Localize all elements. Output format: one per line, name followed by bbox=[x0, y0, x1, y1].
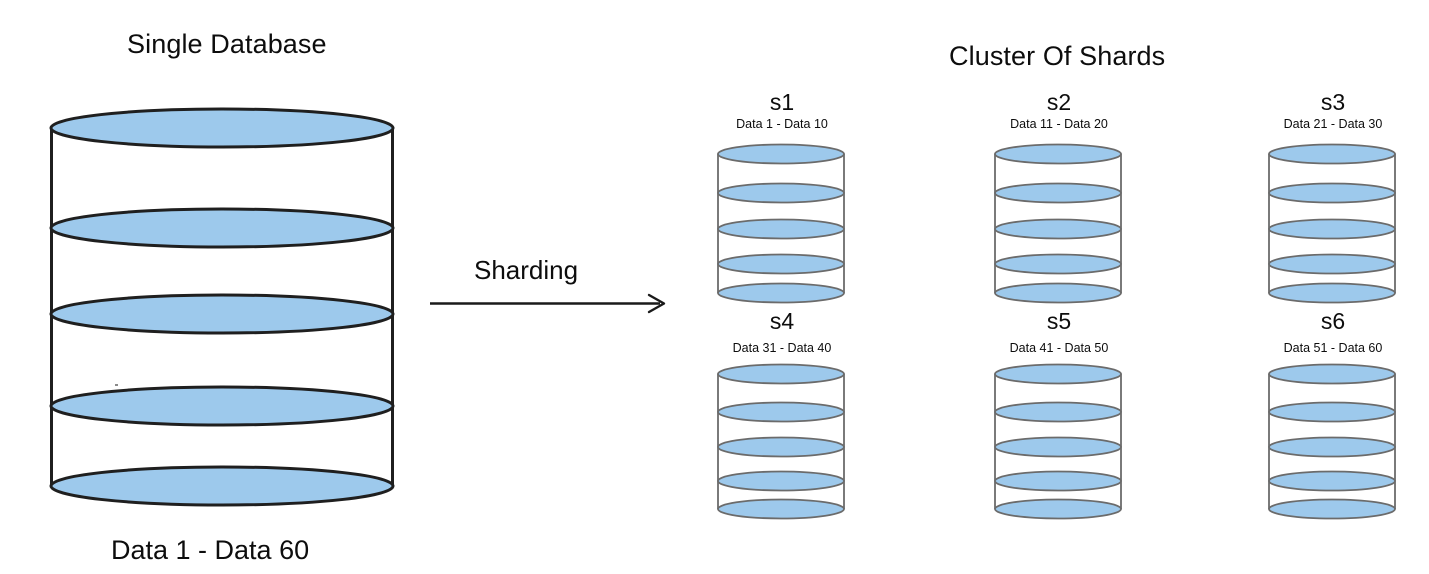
shard-cylinder-s1 bbox=[716, 141, 848, 309]
shard-range-s4: Data 31 - Data 40 bbox=[732, 341, 832, 355]
shard-cylinder-s2 bbox=[993, 141, 1125, 309]
shard-range-s5: Data 41 - Data 50 bbox=[1009, 341, 1109, 355]
shard-range-s3: Data 21 - Data 30 bbox=[1283, 117, 1383, 131]
shard-label-s3: s3 bbox=[1320, 89, 1346, 115]
arrow-label-sharding: Sharding bbox=[474, 255, 579, 285]
page-title-single-database: Single Database bbox=[127, 29, 327, 59]
sharding-arrow-icon bbox=[428, 292, 672, 321]
shard-cylinder-s5 bbox=[993, 362, 1125, 524]
shard-range-s2: Data 11 - Data 20 bbox=[1010, 117, 1108, 131]
shard-range-s1: Data 1 - Data 10 bbox=[736, 117, 828, 131]
shard-label-s1: s1 bbox=[769, 89, 795, 115]
shard-cylinder-s4 bbox=[716, 362, 848, 524]
shard-label-s5: s5 bbox=[1046, 308, 1072, 334]
shard-cylinder-s6 bbox=[1267, 362, 1399, 524]
single-database-cylinder bbox=[48, 106, 396, 508]
shard-range-s6: Data 51 - Data 60 bbox=[1283, 341, 1383, 355]
shard-label-s4: s4 bbox=[769, 308, 795, 334]
page-title-cluster-of-shards: Cluster Of Shards bbox=[949, 41, 1166, 71]
single-database-caption: Data 1 - Data 60 bbox=[111, 535, 310, 565]
shard-label-s2: s2 bbox=[1046, 89, 1072, 115]
shard-cylinder-s3 bbox=[1267, 141, 1399, 309]
shard-label-s6: s6 bbox=[1320, 308, 1346, 334]
